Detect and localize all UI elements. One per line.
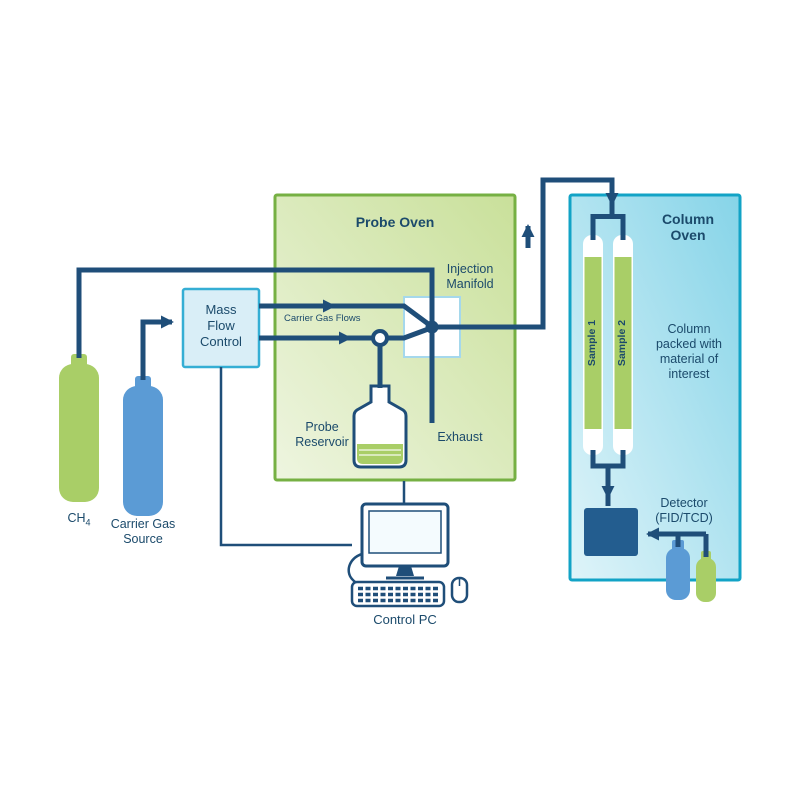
mass-flow-control-label: Mass Flow Control — [200, 302, 242, 349]
sample-2-label: Sample 2 — [616, 319, 628, 367]
carrier-gas-cylinder — [123, 376, 163, 516]
column-oven-title: Column Oven — [661, 211, 715, 243]
carrier-gas-source-label: Carrier Gas Source — [110, 517, 176, 546]
ch4-cylinder — [59, 354, 99, 502]
detector-box — [584, 508, 638, 556]
sample-column-1 — [583, 235, 603, 455]
pipe-carrier-source — [140, 315, 174, 380]
manifold-node — [425, 320, 439, 334]
probe-oven-title: Probe Oven — [355, 214, 435, 230]
reservoir-valve — [371, 329, 389, 347]
reservoir-liquid — [357, 444, 403, 464]
detector-label: Detector (FID/TCD) — [655, 496, 713, 525]
sample-column-2 — [613, 235, 633, 455]
probe-reservoir-bottle — [352, 384, 408, 469]
pipe-mfc-control — [219, 367, 352, 547]
carrier-gas-flows-label: Carrier Gas Flows — [284, 313, 361, 324]
monitor-stand — [396, 566, 414, 576]
control-pc — [347, 502, 469, 608]
pipe-column-split — [590, 214, 626, 240]
column-oven-box — [568, 193, 742, 582]
probe-reservoir-label: Probe Reservoir — [295, 420, 349, 449]
control-pc-label: Control PC — [373, 612, 437, 627]
monitor-screen — [368, 510, 442, 554]
column-packed-label: Column packed with material of interest — [655, 322, 722, 381]
ch4-label: CH4 — [67, 511, 91, 528]
pipe-carrier-bottom — [259, 325, 432, 341]
injection-manifold-label: Injection Manifold — [446, 262, 494, 291]
exhaust-label: Exhaust — [437, 430, 483, 444]
pipe-column-join — [590, 450, 626, 506]
pipe-ch4 — [76, 267, 432, 358]
pipe-carrier-top — [259, 303, 433, 329]
sample-1-label: Sample 1 — [586, 319, 598, 367]
